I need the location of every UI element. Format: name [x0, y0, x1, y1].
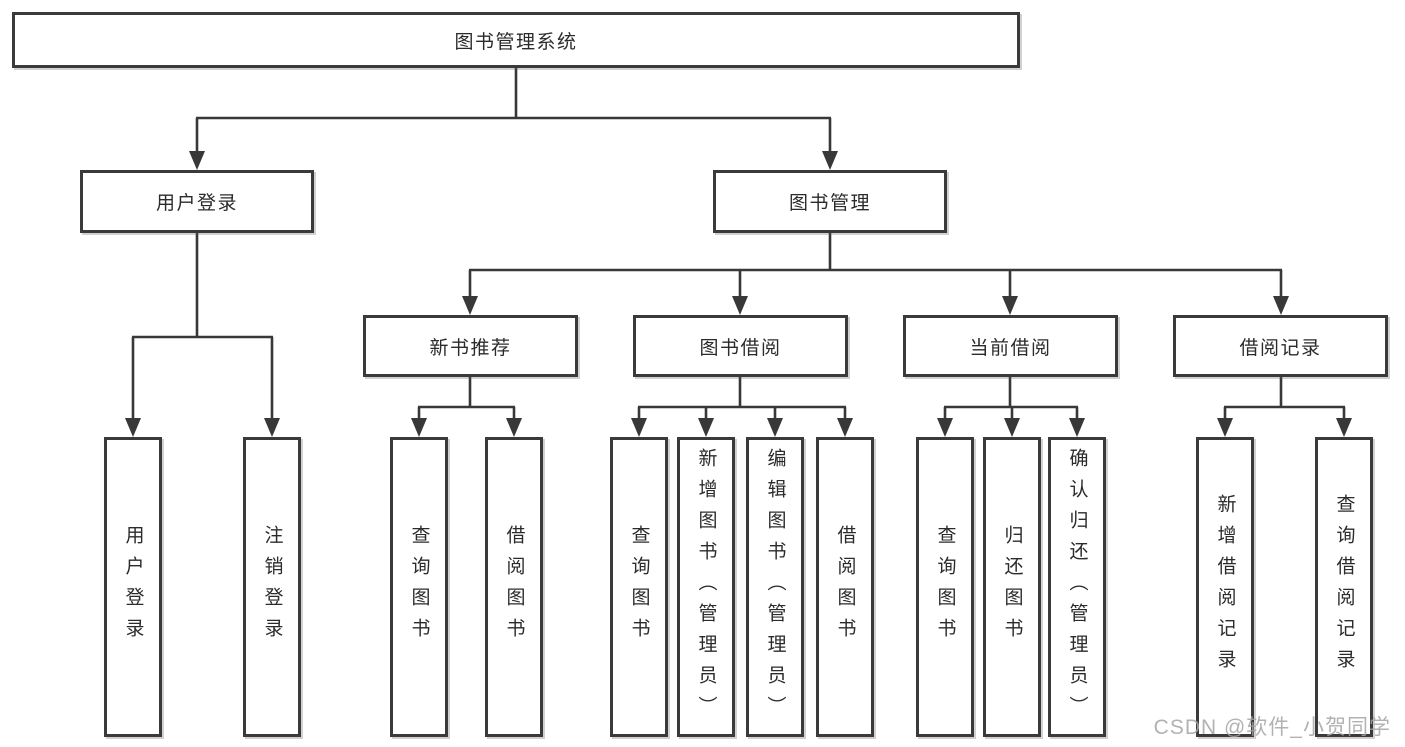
leaf-borrow-book-recommend-label: 借阅图书 [503, 525, 525, 649]
leaf-add-book-admin: 新增图书（管理员） [677, 437, 735, 737]
connector-user-login-branch [125, 233, 280, 437]
leaf-query-book-current-label: 查询图书 [934, 525, 956, 649]
node-current-borrow-label: 当前借阅 [969, 337, 1052, 359]
connector-book-borrow-branch [631, 377, 853, 437]
node-root-label: 图书管理系统 [454, 31, 578, 53]
node-new-book-recommend: 新书推荐 [363, 315, 578, 377]
connector-borrow-record-branch [1217, 377, 1352, 437]
leaf-edit-book-admin: 编辑图书（管理员） [746, 437, 804, 737]
leaf-query-book-current: 查询图书 [916, 437, 974, 737]
connector-new-book-branch [411, 377, 522, 437]
node-root-system: 图书管理系统 [12, 12, 1020, 68]
node-user-login: 用户登录 [80, 170, 314, 233]
leaf-borrow-book: 借阅图书 [816, 437, 874, 737]
leaf-logout-label: 注销登录 [261, 525, 283, 649]
connector-root-to-level2 [189, 68, 838, 170]
leaf-borrow-book-label: 借阅图书 [834, 525, 856, 649]
node-current-borrow: 当前借阅 [903, 315, 1118, 377]
connector-current-borrow-branch [937, 377, 1085, 437]
leaf-query-book-recommend-label: 查询图书 [408, 525, 430, 649]
leaf-return-book: 归还图书 [983, 437, 1041, 737]
leaf-edit-book-admin-label: 编辑图书（管理员） [764, 447, 786, 727]
connector-book-management-branch [462, 233, 1289, 315]
leaf-add-borrow-record-label: 新增借阅记录 [1214, 494, 1236, 680]
leaf-user-login-label: 用户登录 [122, 525, 144, 649]
node-book-borrow-label: 图书借阅 [699, 337, 782, 359]
leaf-query-borrow-record: 查询借阅记录 [1315, 437, 1373, 737]
leaf-add-borrow-record: 新增借阅记录 [1196, 437, 1254, 737]
node-book-borrow: 图书借阅 [633, 315, 848, 377]
leaf-logout: 注销登录 [243, 437, 301, 737]
leaf-add-book-admin-label: 新增图书（管理员） [695, 447, 717, 727]
leaf-confirm-return-admin-label: 确认归还（管理员） [1066, 447, 1088, 727]
leaf-confirm-return-admin: 确认归还（管理员） [1048, 437, 1106, 737]
leaf-return-book-label: 归还图书 [1001, 525, 1023, 649]
leaf-user-login: 用户登录 [104, 437, 162, 737]
node-borrow-record: 借阅记录 [1173, 315, 1388, 377]
leaf-borrow-book-recommend: 借阅图书 [485, 437, 543, 737]
leaf-query-book-borrow-label: 查询图书 [628, 525, 650, 649]
leaf-query-book-borrow: 查询图书 [610, 437, 668, 737]
leaf-query-borrow-record-label: 查询借阅记录 [1333, 494, 1355, 680]
node-user-login-label: 用户登录 [155, 193, 238, 214]
leaf-query-book-recommend: 查询图书 [390, 437, 448, 737]
node-book-management-label: 图书管理 [788, 193, 871, 214]
csdn-watermark: CSDN @软件_小贺同学 [1153, 716, 1391, 739]
node-new-book-recommend-label: 新书推荐 [429, 337, 512, 359]
node-book-management: 图书管理 [713, 170, 947, 233]
node-borrow-record-label: 借阅记录 [1239, 337, 1322, 359]
